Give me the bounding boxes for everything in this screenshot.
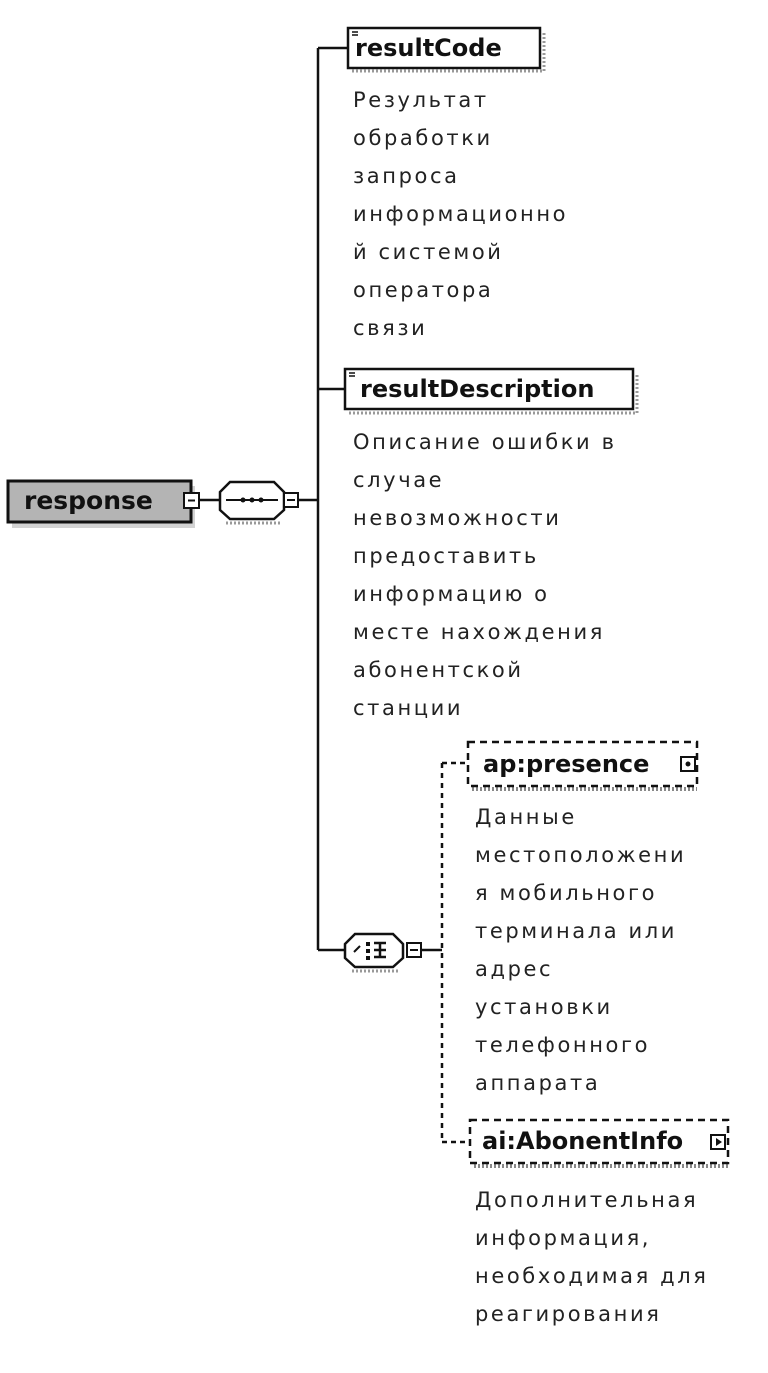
description-line: случае (353, 468, 445, 492)
description-line: й системой (353, 240, 504, 264)
description-line: реагирования (475, 1302, 662, 1326)
description-line: предоставить (353, 544, 539, 568)
description-line: адрес (475, 957, 554, 981)
description-line: Данные (475, 805, 577, 829)
presence-expand-icon[interactable] (680, 756, 696, 772)
description-line: связи (353, 316, 428, 340)
presence-box[interactable] (466, 740, 699, 791)
description-line: местоположени (475, 843, 687, 867)
result-description-description: Описание ошибки в случае невозможности п… (353, 423, 617, 727)
description-line: обработки (353, 126, 493, 150)
result-code-description: Результат обработки запроса информационн… (353, 81, 568, 347)
presence-name: ap:presence (483, 750, 650, 778)
presence-description: Данные местоположени я мобильного термин… (475, 798, 686, 1102)
result-code-name: resultCode (355, 34, 502, 62)
description-line: я мобильного (475, 881, 658, 905)
root-collapse-icon[interactable] (183, 492, 200, 509)
description-line: станции (353, 696, 464, 720)
description-line: установки (475, 995, 613, 1019)
description-line: Результат (353, 88, 489, 112)
description-line: информационно (353, 202, 569, 226)
root-element-box[interactable] (6, 479, 195, 528)
description-line: запроса (353, 164, 460, 188)
description-line: невозможности (353, 506, 562, 530)
description-line: телефонного (475, 1033, 651, 1057)
choice-collapse-icon[interactable] (406, 942, 422, 958)
description-line: Дополнительная (475, 1188, 699, 1212)
description-line: оператора (353, 278, 494, 302)
description-line: необходимая для (475, 1264, 709, 1288)
sequence-collapse-icon[interactable] (283, 492, 299, 508)
description-line: Описание ошибки в (353, 430, 617, 454)
description-line: терминала или (475, 919, 678, 943)
result-description-name: resultDescription (360, 375, 595, 403)
result-code-box[interactable] (346, 26, 546, 73)
description-line: информация, (475, 1226, 652, 1250)
result-description-box[interactable] (343, 367, 639, 415)
choice-compositor-icon[interactable] (343, 932, 405, 973)
abonent-info-box[interactable] (468, 1118, 730, 1168)
description-line: месте нахождения (353, 620, 605, 644)
description-line: аппарата (475, 1071, 601, 1095)
description-line: абонентской (353, 658, 524, 682)
abonent-info-expand-icon[interactable] (710, 1134, 726, 1150)
sequence-compositor-icon[interactable] (218, 480, 286, 525)
abonent-info-description: Дополнительная информация, необходимая д… (475, 1181, 709, 1333)
root-element-name: response (24, 486, 153, 515)
abonent-info-name: ai:AbonentInfo (482, 1127, 684, 1155)
description-line: информацию о (353, 582, 550, 606)
